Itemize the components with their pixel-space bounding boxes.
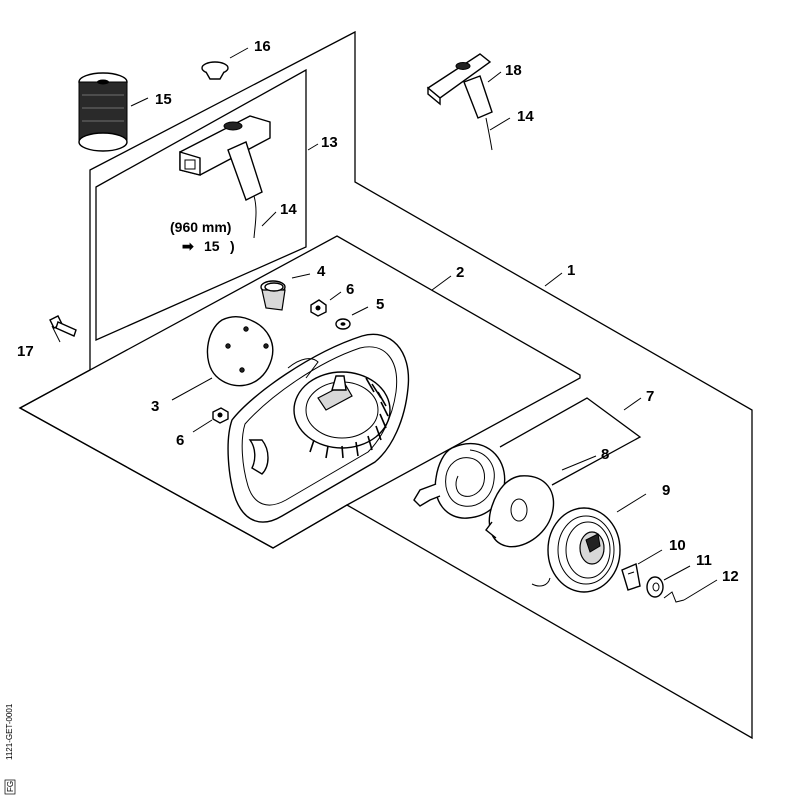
reference-part-number: 15 xyxy=(204,238,220,254)
reference-close: ) xyxy=(230,238,235,254)
callout-4: 4 xyxy=(317,263,326,280)
washer-part-5 xyxy=(335,318,351,330)
callout-7: 7 xyxy=(646,388,654,405)
callout-13: 13 xyxy=(321,134,338,151)
washer-part-11 xyxy=(646,576,664,598)
callout-14-left: 14 xyxy=(280,201,297,218)
rope-length-note: (960 mm) xyxy=(170,219,231,235)
nut-part-lower xyxy=(212,407,229,424)
pawl-part xyxy=(621,563,641,591)
callout-15: 15 xyxy=(155,91,172,108)
callout-16: 16 xyxy=(254,38,271,55)
callout-6-upper: 6 xyxy=(346,281,354,298)
frame-assembly-7 xyxy=(499,397,642,486)
callout-17: 17 xyxy=(17,343,34,360)
rewind-spring-part xyxy=(413,442,506,519)
callout-5: 5 xyxy=(376,296,384,313)
callout-3: 3 xyxy=(151,398,159,415)
callout-6-lower: 6 xyxy=(176,432,184,449)
spring-clip-part xyxy=(663,591,685,603)
knob-part xyxy=(260,280,286,311)
leader-lines xyxy=(51,47,718,601)
drawing-code: 1121-GET-0001 xyxy=(5,703,14,760)
callout-11: 11 xyxy=(696,552,712,569)
plate-part xyxy=(206,315,274,387)
rope-rotor-part xyxy=(531,507,621,593)
guide-disc-part xyxy=(485,475,555,548)
drawing-code-box xyxy=(4,779,16,795)
callout-12: 12 xyxy=(722,568,739,585)
reference-arrow: ➡ xyxy=(182,238,194,254)
plug-part xyxy=(201,61,229,80)
starter-grip-part-13 xyxy=(179,115,271,239)
frame-assembly-13 xyxy=(95,68,307,341)
bolt-part xyxy=(49,315,77,337)
nut-part-upper xyxy=(310,299,327,317)
callout-9: 9 xyxy=(662,482,670,499)
drawing-code-box-label: FG xyxy=(6,781,15,792)
callout-14-right: 14 xyxy=(517,108,534,125)
starter-grip-part-18 xyxy=(426,53,493,151)
callout-10: 10 xyxy=(669,537,686,554)
callout-18: 18 xyxy=(505,62,522,79)
rope-spool-part xyxy=(78,72,128,152)
frame-assembly-2 xyxy=(18,235,581,549)
callout-2: 2 xyxy=(456,264,464,281)
callout-8: 8 xyxy=(601,446,609,463)
fan-housing-part xyxy=(227,333,410,523)
callout-1: 1 xyxy=(567,262,575,279)
